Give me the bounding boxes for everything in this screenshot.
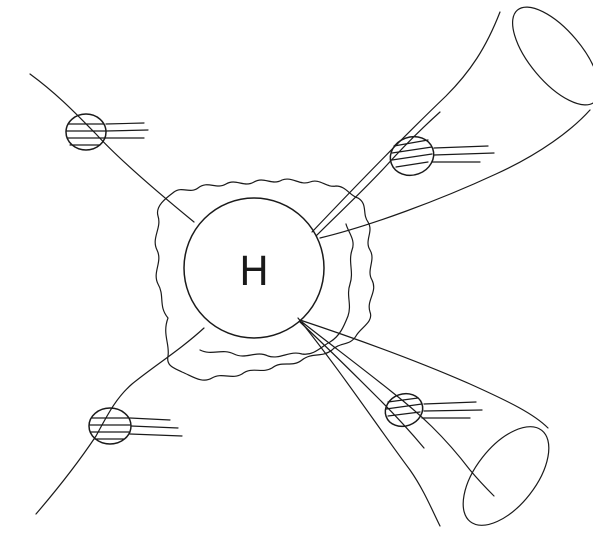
jet-cone-upper-right — [312, 0, 593, 238]
track-lower-left — [36, 328, 204, 514]
striped-particle-upper-left — [66, 114, 148, 150]
striped-particle-upper-right — [385, 131, 494, 182]
hub-label: H — [239, 249, 269, 295]
wavy-shell-inner — [200, 224, 353, 357]
striped-particle-lower-left — [89, 408, 182, 444]
track-upper-left — [30, 74, 194, 222]
jet-cone-lower-right — [298, 318, 565, 538]
